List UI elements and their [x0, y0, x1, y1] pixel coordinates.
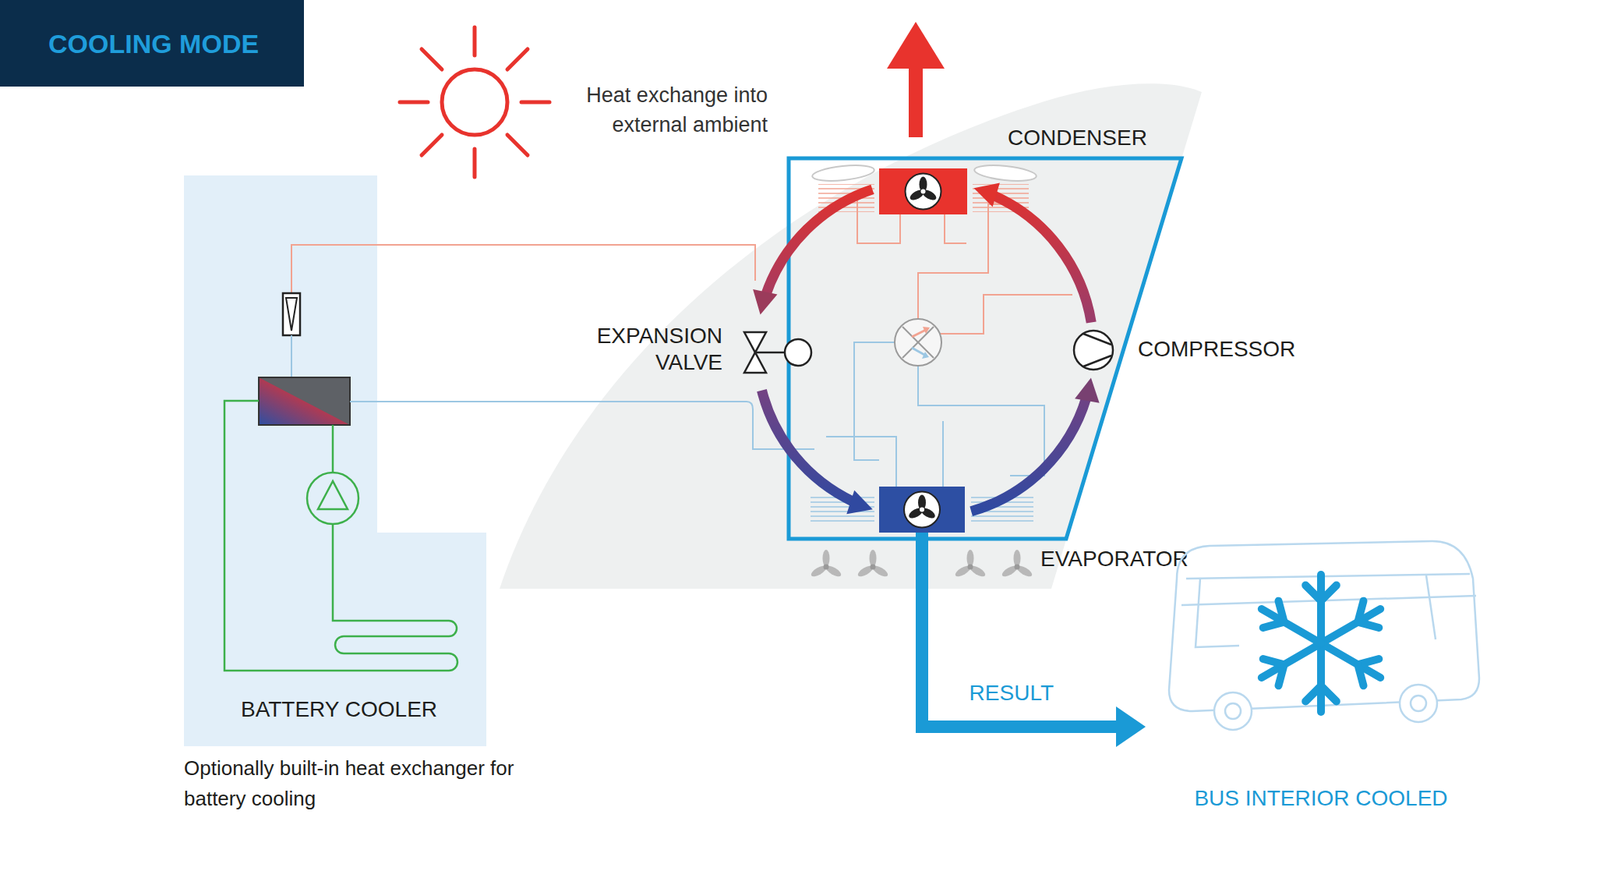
- condenser: CONDENSER: [879, 168, 968, 215]
- node-label: BATTERY COOLER: [183, 695, 495, 723]
- refrigerant-flow: [761, 390, 853, 502]
- refrigerant-flow: [993, 195, 1092, 323]
- expansion-valve-shape: [738, 321, 814, 384]
- node-label: CONDENSER: [1007, 124, 1148, 152]
- battery-cooler-panel-shape: [183, 175, 487, 746]
- compressor-shape: [1072, 328, 1115, 371]
- hot-pipes: [377, 194, 1073, 334]
- edge-label: RESULT: [969, 679, 1054, 707]
- node-label: BUS INTERIOR COOLED: [1145, 784, 1497, 812]
- condenser-shape: [879, 168, 968, 215]
- flow-arrowhead: [974, 183, 1000, 208]
- flow-arrowhead: [1074, 377, 1100, 403]
- heat-out-arrow: [886, 21, 945, 138]
- evaporator-shape: [879, 486, 965, 533]
- flow-arrowhead: [752, 289, 778, 315]
- bus-shape: [1145, 529, 1497, 741]
- node-label: COMPRESSOR: [1137, 335, 1296, 363]
- refrigerant-flow: [971, 398, 1087, 512]
- four-way-valve: [894, 318, 942, 366]
- annotation: Heat exchange into external ambient: [557, 80, 768, 140]
- compressor: COMPRESSOR: [1072, 328, 1115, 371]
- background-swoosh: [499, 83, 1202, 589]
- flow-connector: [971, 377, 1099, 511]
- title-bar: COOLING MODE: [0, 0, 304, 87]
- title-text: COOLING MODE: [48, 28, 259, 60]
- result-arrowhead: [1116, 706, 1146, 747]
- coil-fins: [810, 183, 1034, 523]
- flow-connector: [761, 390, 873, 515]
- unit-housing: [788, 158, 1182, 539]
- flow-connector: [752, 189, 873, 315]
- refrigerant-flow: [766, 189, 873, 295]
- evaporator: EVAPORATOR: [879, 486, 965, 533]
- expansion-valve: EXPANSION VALVE: [738, 321, 814, 384]
- bus: BUS INTERIOR COOLED: [1145, 529, 1497, 741]
- flow-arrowhead: [846, 490, 873, 514]
- flow-connector: [974, 183, 1092, 323]
- battery-cooler-panel: BATTERY COOLEROptionally built-in heat e…: [183, 175, 487, 746]
- sun-icon: [399, 27, 550, 177]
- node-label: Optionally built-in heat exchanger for b…: [183, 752, 551, 814]
- node-label: EVAPORATOR: [1040, 545, 1189, 573]
- node-label: EXPANSION VALVE: [586, 322, 723, 376]
